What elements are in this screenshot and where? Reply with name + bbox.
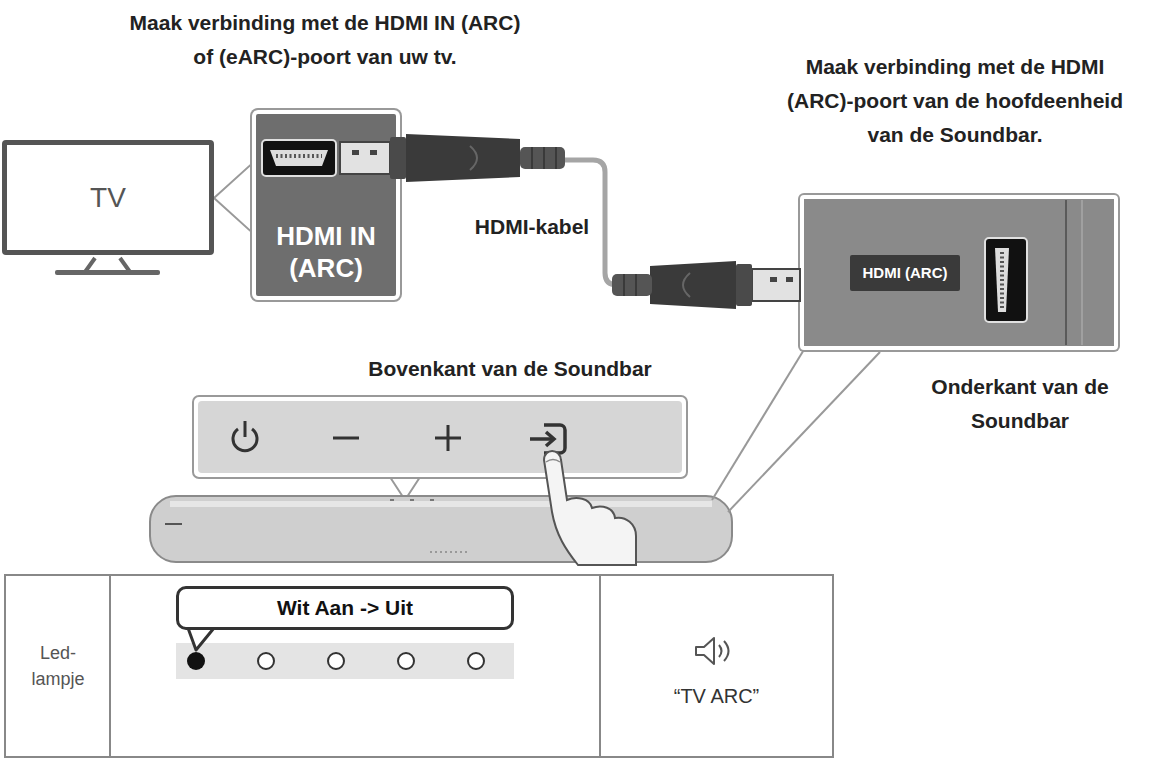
hand [546,460,560,463]
node-text: HDMI (ARC) [850,255,960,291]
caption-text: Bovenkant van de Soundbar [325,352,695,386]
led-row [328,653,344,669]
table-cell: Led-lampje [12,580,104,752]
led-row [398,653,414,669]
soundbar [150,496,732,562]
hdmi-plug [520,147,565,169]
soundbar [430,551,470,553]
callout-wedge [214,160,256,236]
hdmi-cable [400,160,800,285]
leader-line [712,348,805,500]
callout-bubble: Wit Aan -> Uit [176,586,514,630]
hdmi-plug [770,277,777,282]
tv-screen: TV [2,140,214,255]
source-icon [530,437,553,441]
hdmi-plug [532,147,556,169]
button-panel [198,401,682,473]
led-row [187,652,205,670]
node-text: Wit Aan -> Uit [277,596,413,620]
table-grid [5,575,833,757]
tv-stand [85,258,130,272]
power-icon [244,421,247,437]
hdmi-plug [624,274,636,296]
hdmi-plug [612,261,800,309]
caption-text: Onderkant van de Soundbar [895,370,1145,438]
table-cell: “TV ARC” [604,678,829,714]
caption-text: Maak verbinding met de HDMI (ARC)-poort … [772,50,1138,152]
tv-stand [55,270,160,275]
minus-icon [333,438,359,439]
soundbar [165,523,182,525]
soundbar-panel: HDMI (ARC) [800,195,1118,350]
soundbar [170,501,712,507]
node-text: TV [90,182,126,214]
table-grid [5,575,833,757]
led-row [468,653,484,669]
led-row [176,643,514,679]
source-icon [530,425,565,453]
speaker-icon [719,641,729,661]
hand [544,451,636,565]
table-grid [599,575,601,757]
button-panel [193,396,687,500]
speaker-icon [696,638,714,664]
hdmi-plug [683,273,690,297]
caption-text: Maak verbinding met de HDMI IN (ARC) of … [120,6,530,74]
minus-icon [333,437,359,440]
callout-wedge [214,160,256,236]
hdmi-plug [752,269,800,301]
led-row [176,628,514,679]
leader-line [728,352,880,512]
power-icon [233,421,257,451]
plus-icon [447,425,450,451]
node-text: HDMI IN (ARC) [260,220,392,284]
hdmi-plug [470,146,477,170]
node-text: Led-lampje [26,640,90,692]
soundbar [150,496,732,562]
hdmi-plug [786,277,793,282]
led-row [188,628,214,650]
cable-label: HDMI-kabel [462,210,602,244]
hdmi-plug [612,274,652,296]
hand [544,451,636,565]
node-text: “TV ARC” [674,685,760,708]
speaker-icon [696,638,729,664]
led-row [258,653,274,669]
table-grid [109,575,111,757]
soundbar [390,499,434,501]
source-icon [546,432,554,446]
hdmi-plug [736,264,752,306]
hdmi-plug [406,134,520,182]
leader-line [712,348,880,512]
hdmi-plug [650,261,736,309]
hdmi-panel: HDMI IN (ARC) [252,110,400,300]
tv-stand [55,258,160,275]
button-panel [193,396,687,478]
plus-icon [435,425,461,451]
